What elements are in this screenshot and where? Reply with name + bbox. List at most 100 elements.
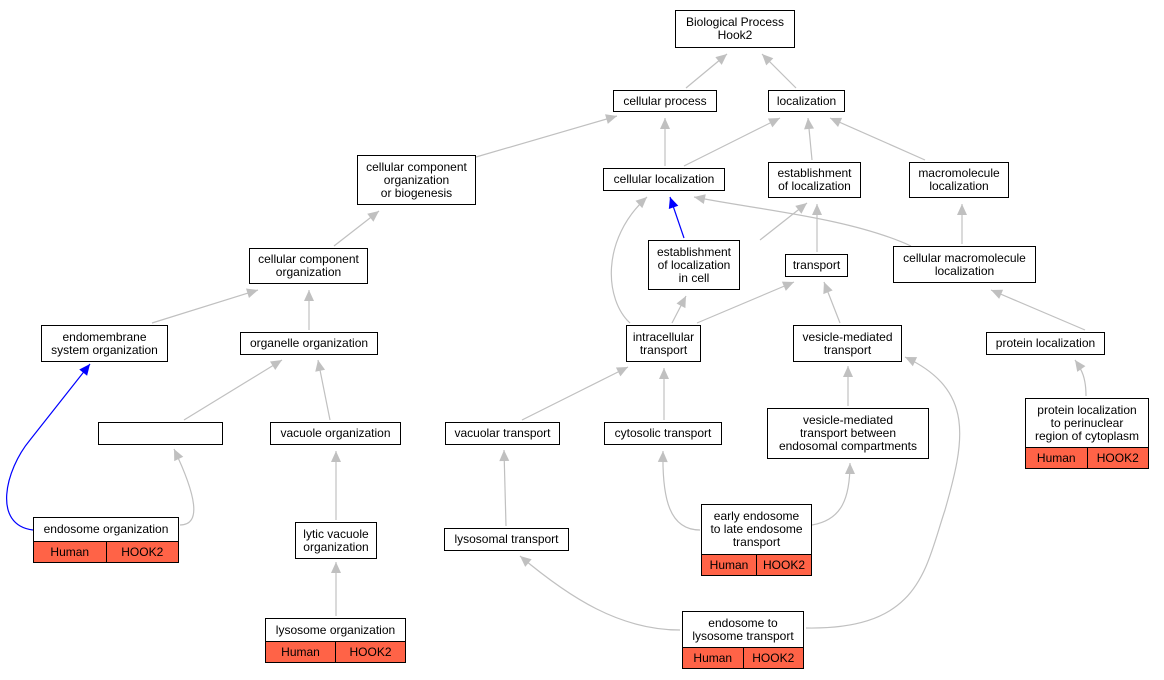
node-cytosolic-transport[interactable]: cytosolic transport [604,422,722,445]
edge-early-late-to-vmt-endosomal [811,462,851,526]
arrowhead-ccob-to-cellular-process [605,114,617,124]
node-label: endosome to lysosome transport [692,615,794,643]
node-establishment-of-localization[interactable]: establishment of localization [768,162,861,198]
edge-early-late-to-cytosolic [662,450,701,531]
node-macromolecule-localization[interactable]: macromolecule localization [909,162,1009,198]
arrowhead-cellular-macromolecule-to-macromolecule-localization [957,204,967,215]
gene-tag: HOOK2 [742,648,804,668]
edge-lysosomal-transport-to-vacuolar-transport [503,449,507,527]
arrowhead-endomembrane-to-cco [246,288,258,299]
node-label: early endosome to late endosome transpor… [710,509,803,549]
edge-cellular-macromolecule-to-cellular-localization [693,196,912,247]
gene-tag: HOOK2 [335,642,405,662]
arrowhead-cellular-macromolecule-to-cellular-localization [694,194,706,205]
species-tag: Human [281,644,320,659]
node-lysosome-organization[interactable]: lysosome organization Human HOOK2 [265,618,406,663]
arrowhead-endo-lyso-to-vesicle-mediated [905,357,918,367]
node-establishment-of-localization-in-cell[interactable]: establishment of localization in cell [648,240,740,290]
arrowhead-intracellular-to-transport [781,281,794,291]
node-protein-localization[interactable]: protein localization [986,332,1105,355]
arrowhead-cellular-localization-to-localization [767,118,780,128]
arrowhead-establishment-in-cell-to-cellular-localization [668,197,679,210]
arrowhead-endosome-org-to-vesicle-org [174,449,184,462]
node-endosome-to-lysosome-transport[interactable]: endosome to lysosome transport Human HOO… [682,611,804,669]
node-cellular-component-organization[interactable]: cellular component organization [249,248,368,284]
edge-endosome-org-to-vesicle-org [173,448,195,526]
edge-intracellular-to-cellular-localization [610,196,648,324]
annotation-row: Human HOOK2 [1026,447,1148,468]
edge-cellular-localization-to-localization [683,117,781,167]
edge-endo-lyso-to-vesicle-mediated [805,356,961,629]
node-transport[interactable]: transport [785,254,848,277]
node-cellular-macromolecule-localization[interactable]: cellular macromolecule localization [893,246,1036,283]
node-vesicle-mediated-transport-between-endosomal-compartments[interactable]: vesicle-mediated transport between endos… [767,408,929,459]
arrowhead-transport-to-establishment [812,204,822,215]
arrowhead-intracellular-to-cellular-localization [635,197,647,209]
arrowhead-cellular-localization-to-cellular-process [660,118,670,129]
node-label: endosome organization [43,522,169,536]
species-tag: Human [709,557,749,572]
arrowhead-vacuolar-transport-to-intracellular [615,367,628,377]
node-vesicle-organization[interactable] [98,422,223,445]
arrowhead-early-late-to-vmt-endosomal [845,463,855,474]
arrowhead-vesicle-org-to-organelle [270,360,282,371]
node-label: lysosome organization [275,622,396,637]
node-biological-process[interactable]: Biological Process Hook2 [675,10,795,48]
annotation-row: Human HOOK2 [266,641,405,662]
node-protein-localization-to-perinuclear-region[interactable]: protein localization to perinuclear regi… [1025,398,1149,469]
node-endosome-organization[interactable]: endosome organization Human HOOK2 [33,517,179,563]
node-localization[interactable]: localization [768,90,845,112]
annotation-row: Human HOOK2 [683,647,803,668]
species-tag: Human [693,650,733,665]
arrowhead-intracellular-to-establishment-in-cell [676,296,686,309]
arrowhead-organelle-to-cco [304,290,314,301]
edge-intracellular-to-transport [696,281,795,324]
node-label: protein localization to perinuclear regi… [1034,402,1140,443]
arrowhead-establishment-to-localization [804,118,815,130]
edge-endosome-org-to-endomembrane [6,363,91,531]
node-cellular-component-organization-or-biogenesis[interactable]: cellular component organization or bioge… [357,155,476,205]
arrowhead-endo-lyso-to-lysosomal-transport [520,556,532,567]
node-lytic-vacuole-organization[interactable]: lytic vacuole organization [295,522,377,559]
arrowhead-lysosomal-transport-to-vacuolar-transport [499,450,510,462]
node-intracellular-transport[interactable]: intracellular transport [626,325,701,362]
species-tag: Human [1036,450,1076,465]
edge-endo-lyso-to-lysosomal-transport [519,555,681,631]
annotation-row: Human HOOK2 [34,541,178,562]
gene-tag: HOOK2 [756,555,811,575]
edge-vacuolar-transport-to-intracellular [521,366,629,421]
node-vacuolar-transport[interactable]: vacuolar transport [445,422,560,445]
edge-vesicle-org-to-organelle [183,359,283,421]
node-endomembrane-system-organization[interactable]: endomembrane system organization [41,325,168,362]
arrowhead-lytic-vacuole-to-vacuole-org [331,451,341,462]
species-tag: Human [50,544,90,559]
edge-ccob-to-cellular-process [475,115,618,158]
node-vacuole-organization[interactable]: vacuole organization [270,422,401,445]
edge-protein-localization-to-cellular-macromolecule [990,289,1086,331]
arrowhead-early-late-to-cytosolic [657,451,668,463]
node-vesicle-mediated-transport[interactable]: vesicle-mediated transport [793,325,902,362]
arrowhead-cco-to-ccob [367,211,379,222]
node-cellular-localization[interactable]: cellular localization [603,168,725,191]
annotation-row: Human HOOK2 [702,554,811,575]
node-organelle-organization[interactable]: organelle organization [240,332,378,355]
arrowhead-vmt-endosomal-to-vesicle-mediated [843,366,853,377]
arrowhead-protein-perinuclear-to-protein-localization [1075,360,1086,372]
arrowhead-localization-to-biological-process [762,54,774,66]
arrowhead-endosome-org-to-endomembrane [79,364,90,376]
arrowhead-vacuole-org-to-organelle [315,360,326,372]
arrowhead-vesicle-mediated-to-transport [823,282,833,295]
edge-macromolecule-localization-to-localization [829,117,926,161]
arrowhead-establishment-in-cell-to-establishment [795,203,807,214]
arrowhead-cytosolic-transport-to-intracellular [659,368,669,379]
node-cellular-process[interactable]: cellular process [613,90,717,112]
arrowhead-cellular-process-to-biological-process [715,54,727,65]
edge-endomembrane-to-cco [151,289,259,324]
arrowhead-protein-localization-to-cellular-macromolecule [991,289,1004,299]
node-early-endosome-to-late-endosome-transport[interactable]: early endosome to late endosome transpor… [701,504,812,576]
arrowhead-macromolecule-localization-to-localization [830,117,843,128]
node-lysosomal-transport[interactable]: lysosomal transport [444,528,569,551]
arrowhead-lysosome-org-to-lytic-vacuole [331,562,341,573]
